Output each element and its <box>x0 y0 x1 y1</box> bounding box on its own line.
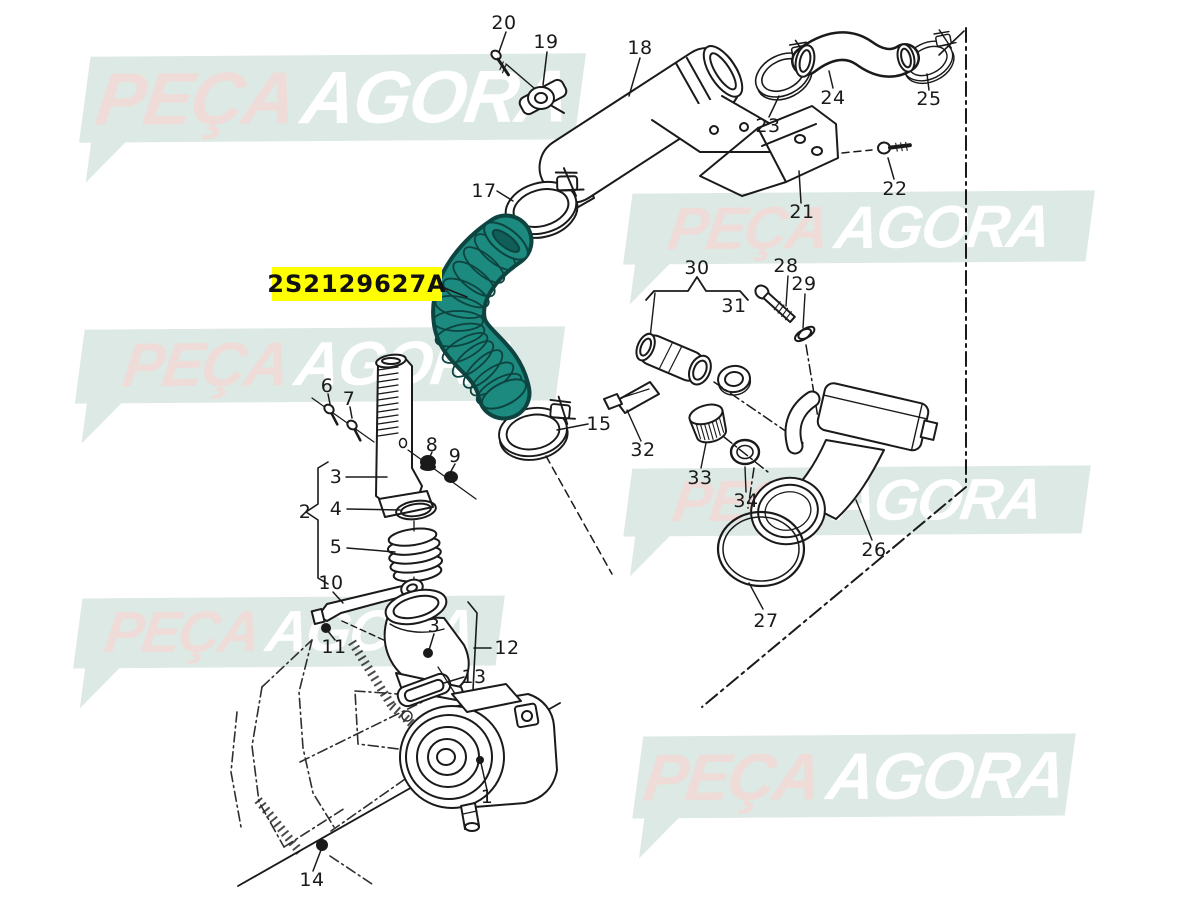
nozzle-32 <box>603 381 660 414</box>
clip-29 <box>794 325 816 343</box>
callout-30-brace <box>645 276 749 301</box>
bolt-14 <box>316 839 328 851</box>
screw-7 <box>346 419 362 442</box>
union-nut <box>717 364 752 396</box>
boot-5 <box>386 527 444 583</box>
boundary-line <box>701 27 967 708</box>
sensor-19 <box>518 78 568 116</box>
hose-piece-31 <box>635 332 712 386</box>
bolt-11 <box>321 623 331 633</box>
air-cleaner-1 <box>399 683 558 832</box>
highlighted-part-number-label: 2S2129627A <box>267 267 446 301</box>
hose-24 <box>791 31 920 78</box>
bracket-21 <box>699 105 839 197</box>
nut-8 <box>420 455 436 471</box>
leader-lines <box>305 31 930 872</box>
clip-3 <box>423 648 433 658</box>
oring-4 <box>395 499 437 521</box>
elbow-duct-26 <box>750 382 939 546</box>
oring-27 <box>716 510 806 588</box>
screw-6 <box>323 403 339 426</box>
phantom-structure <box>230 639 471 885</box>
plug-33 <box>688 403 728 444</box>
nut-9 <box>444 471 458 483</box>
bolt-28 <box>754 284 796 324</box>
screw-20 <box>490 49 510 77</box>
bolt-22 <box>877 141 912 155</box>
highlighted-hose-2s2129627a <box>431 213 534 421</box>
intake-snorkel-3 <box>375 353 434 518</box>
seal-34 <box>729 438 761 466</box>
